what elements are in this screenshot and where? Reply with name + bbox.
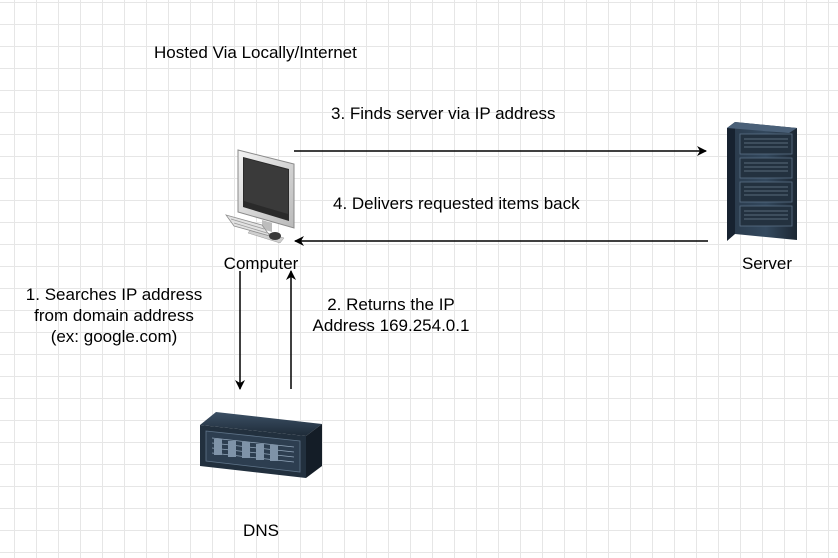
step-1-line-1: 1. Searches IP address (25, 285, 203, 304)
server-label: Server (741, 254, 793, 273)
step-1-line-2: from domain address (34, 306, 194, 325)
step-3-label: 3. Finds server via IP address (331, 104, 556, 123)
dns-label: DNS (243, 521, 279, 540)
step-2-line-1: 2. Returns the IP (327, 295, 455, 314)
diagram-title: Hosted Via Locally/Internet (154, 43, 357, 62)
step-1-label: 1. Searches IP address from domain addre… (4, 284, 224, 347)
desktop-computer-icon (225, 149, 295, 244)
computer-label: Computer (223, 254, 299, 273)
step-2-line-2: Address 169.254.0.1 (312, 316, 470, 335)
dns-server-icon (200, 412, 322, 478)
server-rack-icon (727, 122, 797, 241)
step-2-label: 2. Returns the IP Address 169.254.0.1 (296, 294, 486, 336)
step-4-label: 4. Delivers requested items back (333, 194, 580, 213)
step-1-line-3: (ex: google.com) (50, 327, 178, 346)
